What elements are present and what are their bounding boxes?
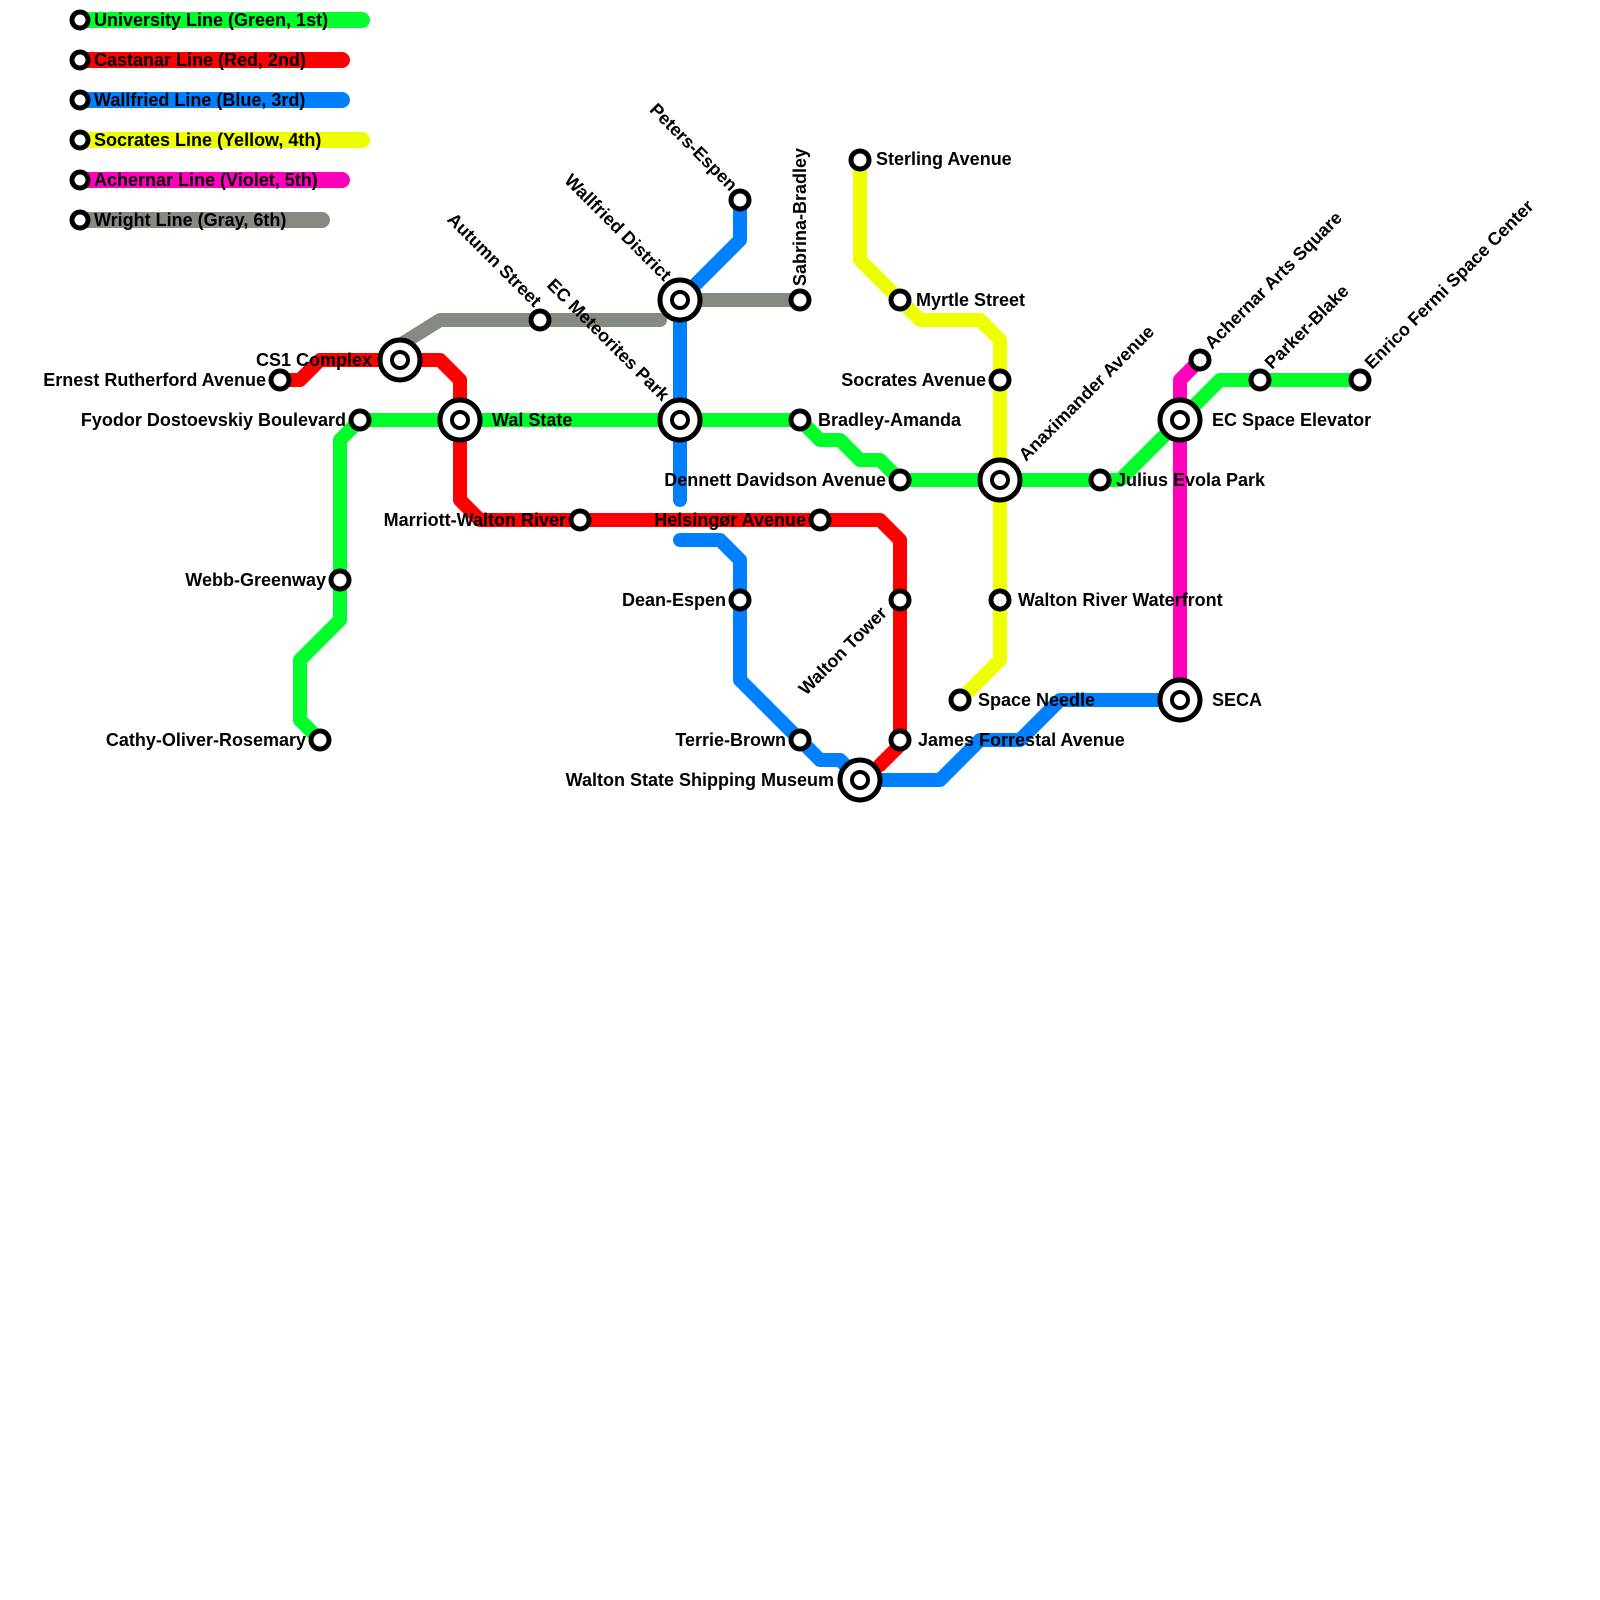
university-line-route[interactable] — [293, 373, 1367, 747]
station-label-autumn-street: Autumn Street — [443, 209, 545, 311]
socrates-line-route[interactable] — [853, 153, 1007, 707]
interchange-marker-ec-space-elevator[interactable] — [1157, 397, 1203, 443]
station-label-sterling-avenue: Sterling Avenue — [876, 149, 1012, 169]
interchange-marker-seca[interactable] — [1157, 677, 1203, 723]
stations — [268, 148, 1372, 803]
interchange-marker-ec-meteorites-park[interactable] — [657, 397, 703, 443]
legend-item-socrates-line[interactable]: Socrates Line (Yellow, 4th) — [69, 129, 370, 151]
station-marker-webb-greenway[interactable] — [328, 568, 352, 592]
station-label-marriott-walton-river: Marriott-Walton River — [384, 510, 566, 530]
station-label-enrico-fermi-space-center: Enrico Fermi Space Center — [1361, 196, 1538, 373]
station-marker-sabrina-bradley[interactable] — [788, 288, 812, 312]
station-marker-marriott-walton-river[interactable] — [568, 508, 592, 532]
station-label-webb-greenway: Webb-Greenway — [185, 570, 326, 590]
legend-item-wright-line[interactable]: Wright Line (Gray, 6th) — [69, 209, 330, 231]
legend-item-university-line[interactable]: University Line (Green, 1st) — [69, 9, 370, 31]
interchange-marker-walton-state-shipping-museum[interactable] — [837, 757, 883, 803]
station-label-walton-tower: Walton Tower — [795, 603, 891, 699]
interchange-marker-wallfried-district[interactable] — [657, 277, 703, 323]
legend-label: Achernar Line (Violet, 5th) — [94, 170, 318, 190]
station-label-dennett-davidson-avenue: Dennett Davidson Avenue — [664, 470, 886, 490]
station-label-seca: SECA — [1212, 690, 1262, 710]
station-marker-peters-espen[interactable] — [728, 188, 752, 212]
station-label-socrates-avenue: Socrates Avenue — [841, 370, 986, 390]
station-label-anaximander-avenue: Anaximander Avenue — [1015, 321, 1158, 464]
station-marker-walton-river-waterfront[interactable] — [988, 588, 1012, 612]
station-marker-walton-tower[interactable] — [888, 588, 912, 612]
station-label-parker-blake: Parker-Blake — [1261, 281, 1353, 373]
station-label-myrtle-street: Myrtle Street — [916, 290, 1025, 310]
legend-item-achernar-line[interactable]: Achernar Line (Violet, 5th) — [69, 169, 350, 191]
station-marker-myrtle-street[interactable] — [888, 288, 912, 312]
legend-label: Wright Line (Gray, 6th) — [94, 210, 286, 230]
station-marker-achernar-arts-square[interactable] — [1188, 348, 1212, 372]
station-marker-enrico-fermi-space-center[interactable] — [1348, 368, 1372, 392]
station-marker-helsingor-avenue[interactable] — [808, 508, 832, 532]
station-marker-dennett-davidson-avenue[interactable] — [888, 468, 912, 492]
station-label-walton-river-waterfront: Walton River Waterfront — [1018, 590, 1223, 610]
station-label-fyodor-dostoevskiy-boulevard: Fyodor Dostoevskiy Boulevard — [81, 410, 346, 430]
station-marker-sterling-avenue[interactable] — [848, 148, 872, 172]
station-marker-socrates-avenue[interactable] — [988, 368, 1012, 392]
station-label-cs1-complex: CS1 Complex — [256, 350, 372, 370]
legend-label: University Line (Green, 1st) — [94, 10, 328, 30]
legend-label: Castanar Line (Red, 2nd) — [94, 50, 306, 70]
station-label-ernest-rutherford-avenue: Ernest Rutherford Avenue — [43, 370, 266, 390]
station-marker-terrie-brown[interactable] — [788, 728, 812, 752]
station-labels: Peters-Espen Sabrina-Bradley Sterling Av… — [43, 99, 1537, 790]
station-marker-parker-blake[interactable] — [1248, 368, 1272, 392]
station-marker-ernest-rutherford-avenue[interactable] — [268, 368, 292, 392]
legend-label: Wallfried Line (Blue, 3rd) — [94, 90, 305, 110]
legend: University Line (Green, 1st) Castanar Li… — [69, 9, 370, 231]
station-label-walton-state-shipping-museum: Walton State Shipping Museum — [566, 770, 834, 790]
station-label-helsingor-avenue: Helsingør Avenue — [654, 510, 806, 530]
interchange-marker-cs1-complex[interactable] — [377, 337, 423, 383]
legend-item-castanar-line[interactable]: Castanar Line (Red, 2nd) — [69, 49, 350, 71]
station-label-wal-state: Wal State — [492, 410, 572, 430]
station-marker-dean-espen[interactable] — [728, 588, 752, 612]
station-marker-space-needle[interactable] — [948, 688, 972, 712]
station-label-sabrina-bradley: Sabrina-Bradley — [790, 148, 810, 286]
station-marker-james-forrestal-avenue[interactable] — [888, 728, 912, 752]
station-marker-julius-evola-park[interactable] — [1088, 468, 1112, 492]
station-marker-autumn-street[interactable] — [528, 308, 552, 332]
interchange-marker-wal-state[interactable] — [437, 397, 483, 443]
legend-label: Socrates Line (Yellow, 4th) — [94, 130, 321, 150]
station-marker-fyodor-dostoevskiy-boulevard[interactable] — [348, 408, 372, 432]
station-label-james-forrestal-avenue: James Forrestal Avenue — [918, 730, 1125, 750]
station-label-peters-espen: Peters-Espen — [646, 99, 742, 195]
station-label-achernar-arts-square: Achernar Arts Square — [1201, 208, 1346, 353]
station-label-ec-meteorites-park: EC Meteorites Park — [543, 275, 674, 406]
station-label-terrie-brown: Terrie-Brown — [675, 730, 786, 750]
station-label-cathy-oliver-rosemary: Cathy-Oliver-Rosemary — [106, 730, 306, 750]
station-label-julius-evola-park: Julius Evola Park — [1116, 470, 1266, 490]
station-marker-cathy-oliver-rosemary[interactable] — [308, 728, 332, 752]
interchange-marker-anaximander-avenue[interactable] — [977, 457, 1023, 503]
station-label-space-needle: Space Needle — [978, 690, 1095, 710]
station-label-bradley-amanda: Bradley-Amanda — [818, 410, 962, 430]
station-label-dean-espen: Dean-Espen — [622, 590, 726, 610]
station-label-ec-space-elevator: EC Space Elevator — [1212, 410, 1371, 430]
station-marker-bradley-amanda[interactable] — [788, 408, 812, 432]
legend-item-wallfried-line[interactable]: Wallfried Line (Blue, 3rd) — [69, 89, 350, 111]
station-label-wallfried-district: Wallfried District — [561, 170, 676, 285]
